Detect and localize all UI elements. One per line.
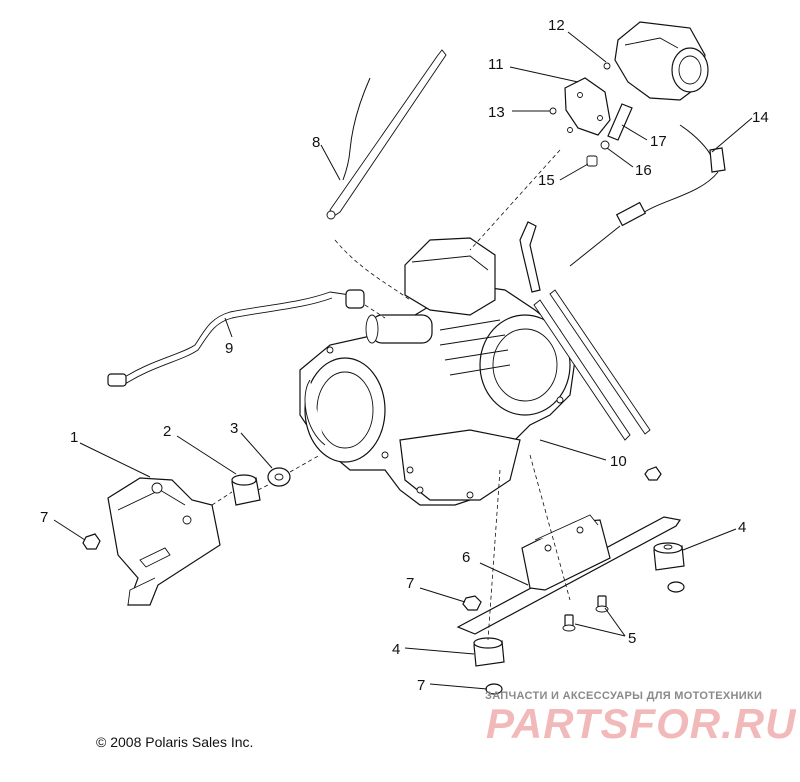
watermark-site: PARTSFOR.RU [486, 700, 797, 747]
nut-middle [462, 595, 482, 611]
callout-13: 13 [488, 104, 505, 121]
rubber-mount-right [653, 542, 685, 593]
callout-16: 16 [635, 162, 652, 179]
callout-12: 12 [548, 17, 565, 34]
rubber-mount-bottom [473, 637, 505, 667]
callout-7-middle: 7 [406, 575, 414, 592]
throttle-bracket [549, 77, 633, 167]
bolt-right [595, 595, 609, 613]
engine-assembly [299, 221, 651, 506]
callout-17: 17 [650, 133, 667, 150]
watermark-tagline: ЗАПЧАСТИ И АКСЕССУАРЫ ДЛЯ МОТОТЕХНИКИ [485, 690, 763, 702]
rubber-mount [231, 474, 261, 506]
callout-labels: 1 2 3 7 8 9 10 11 12 13 14 15 16 17 6 7 … [40, 17, 769, 694]
callout-1: 1 [70, 429, 78, 446]
engine-crossmember [456, 466, 682, 635]
nut-left [82, 533, 101, 550]
copyright-notice: © 2008 Polaris Sales Inc. [96, 734, 254, 750]
callout-11: 11 [488, 56, 504, 73]
callout-9: 9 [225, 340, 233, 357]
callout-10: 10 [610, 453, 627, 470]
callout-5: 5 [628, 630, 636, 647]
callout-4-right: 4 [738, 519, 746, 536]
callout-7-bottom: 7 [417, 677, 425, 694]
throttle-body [603, 21, 709, 101]
left-mount-bracket [107, 477, 221, 606]
callout-2: 2 [163, 423, 171, 440]
callout-4-bottom: 4 [392, 641, 400, 658]
leader-lines [53, 31, 753, 690]
callout-3: 3 [230, 420, 238, 437]
callout-15: 15 [538, 172, 555, 189]
washer [267, 467, 291, 487]
throttle-cable [569, 124, 726, 267]
spark-plug-cable [107, 289, 386, 387]
dipstick-rod [326, 49, 447, 301]
bolt-left [562, 614, 576, 632]
callout-8: 8 [312, 134, 320, 151]
callout-14: 14 [752, 109, 769, 126]
callout-7-left: 7 [40, 509, 48, 526]
callout-6: 6 [462, 549, 470, 566]
